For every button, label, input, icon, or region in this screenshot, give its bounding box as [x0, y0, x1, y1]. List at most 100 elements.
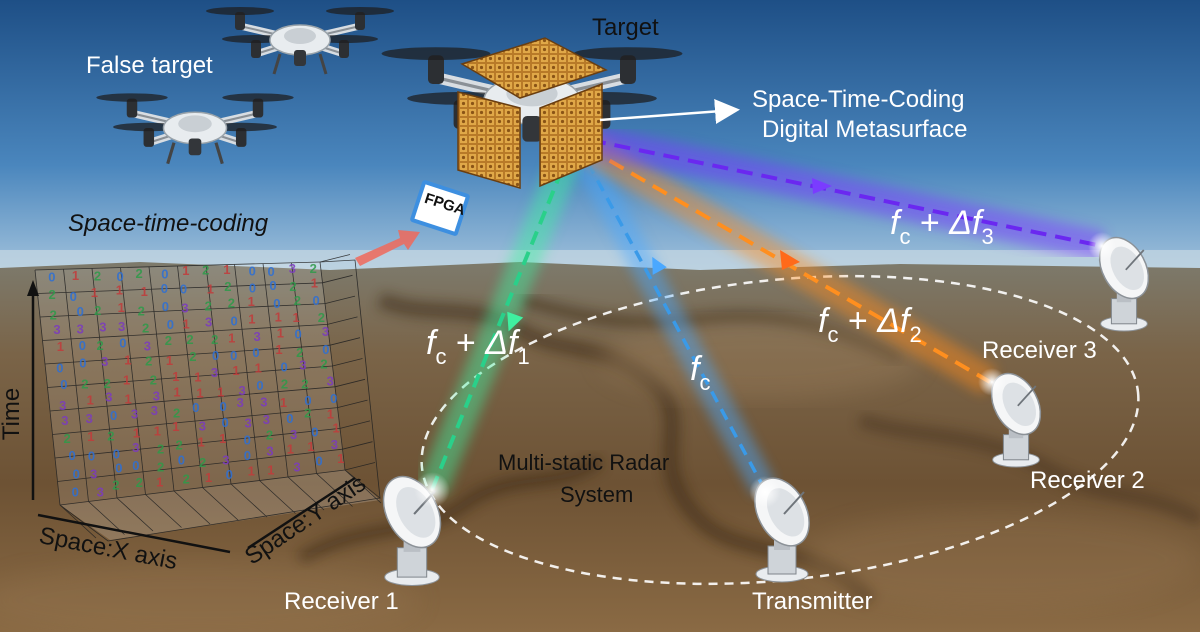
- receiver3-glow: [1088, 232, 1116, 260]
- coding-digit: 2: [142, 321, 149, 336]
- receiver2-label: Receiver 2: [1030, 467, 1145, 494]
- coding-digit: 1: [267, 462, 274, 477]
- coding-digit: 3: [260, 394, 267, 409]
- coding-digit: 3: [211, 365, 218, 380]
- coding-digit: 3: [151, 403, 158, 418]
- coding-digit: 2: [202, 262, 209, 277]
- coding-digit: 3: [205, 315, 212, 330]
- coding-digit: 2: [94, 303, 101, 318]
- coding-digit: 1: [87, 429, 94, 444]
- f3-base: f: [890, 204, 900, 242]
- coding-digit: 0: [311, 424, 318, 439]
- coding-digit: 2: [266, 428, 273, 443]
- coding-digit: 2: [49, 287, 56, 302]
- coding-digit: 2: [318, 310, 325, 325]
- coding-digit: 2: [189, 349, 196, 364]
- fc-base-sub: c: [699, 370, 711, 395]
- coding-digit: 1: [124, 353, 131, 368]
- coding-digit: 1: [194, 369, 201, 384]
- coding-digit: 1: [232, 363, 239, 378]
- coding-digit: 0: [161, 281, 168, 296]
- coding-digit: 2: [205, 298, 212, 313]
- coding-digit: 0: [178, 453, 185, 468]
- coding-digit: 1: [172, 419, 179, 434]
- coding-digit: 3: [61, 413, 68, 428]
- coding-digit: 0: [132, 458, 139, 473]
- f3-base-sub: c: [899, 224, 911, 249]
- coding-digit: 3: [99, 320, 106, 335]
- coding-digit: 3: [131, 406, 138, 421]
- coding-digit: 3: [199, 419, 206, 434]
- coding-digit: 2: [165, 333, 172, 348]
- coding-digit: 0: [231, 314, 238, 329]
- coding-digit: 3: [53, 322, 60, 337]
- coding-digit: 3: [144, 338, 151, 353]
- coding-digit: 2: [289, 279, 296, 294]
- beam-receiver1-arrow: [507, 311, 524, 332]
- coding-digit: 1: [125, 391, 132, 406]
- coding-digit: 0: [161, 267, 168, 282]
- coding-digit: 1: [154, 423, 161, 438]
- receiver3-dish: [1098, 236, 1150, 332]
- metasurface-right: [539, 82, 603, 188]
- radar-label-line2: System: [560, 482, 634, 507]
- coding-digit: 1: [207, 282, 214, 297]
- coding-digit: 0: [220, 399, 227, 414]
- coding-digit: 1: [307, 439, 314, 454]
- coding-digit: 3: [266, 444, 273, 459]
- coding-digit: 2: [310, 261, 317, 276]
- coding-digit: 1: [287, 442, 294, 457]
- coding-digit: 3: [77, 322, 84, 337]
- coding-digit: 3: [222, 452, 229, 467]
- f1-base-sub: c: [435, 344, 447, 369]
- fpga-arrow: [355, 230, 420, 266]
- coding-digit: 3: [239, 383, 246, 398]
- coding-digit: 0: [117, 269, 124, 284]
- coding-digit: 2: [157, 459, 164, 474]
- coding-digit: 1: [116, 282, 123, 297]
- coding-digit: 0: [322, 342, 329, 357]
- coding-digit: 2: [112, 478, 119, 493]
- y-axis-line: [247, 476, 356, 550]
- coding-digit: 1: [87, 392, 94, 407]
- coding-digit: 3: [97, 485, 104, 500]
- freq-label-f3: fc + Δf3: [890, 204, 994, 250]
- coding-digit: 0: [295, 327, 302, 342]
- target-drone: [381, 37, 740, 189]
- coding-digit: 1: [223, 262, 230, 277]
- coding-digit: 2: [97, 338, 104, 353]
- coding-digit: 2: [157, 441, 164, 456]
- coding-digit: 1: [118, 300, 125, 315]
- coding-digit: 3: [331, 437, 338, 452]
- coding-digit: 1: [311, 276, 318, 291]
- coding-digit: 2: [64, 431, 71, 446]
- coding-digit: 1: [205, 470, 212, 485]
- coding-digit: 3: [290, 427, 297, 442]
- coding-digit: 1: [248, 312, 255, 327]
- time-axis-arrow: [27, 280, 39, 296]
- beam-transmitter-arrow: [652, 256, 667, 275]
- coding-digit: 2: [150, 373, 157, 388]
- freq-label-fc: fc: [690, 350, 710, 396]
- coding-digit: 1: [156, 474, 163, 489]
- coding-digit: 0: [79, 338, 86, 353]
- freq-label-f2: fc + Δf2: [818, 302, 922, 348]
- coding-digit: 1: [219, 431, 226, 446]
- coding-digit: 0: [222, 415, 229, 430]
- f1-op: +: [455, 324, 476, 362]
- f3-op: +: [919, 204, 940, 242]
- radar-label-line1: Multi-static Radar: [498, 450, 670, 475]
- coding-digit: 2: [211, 332, 218, 347]
- coding-digit: 1: [123, 372, 130, 387]
- metasurface-top: [460, 37, 608, 99]
- coding-digit: 2: [173, 405, 180, 420]
- beam-receiver2-arrow: [780, 250, 800, 270]
- coding-digit: 0: [110, 408, 117, 423]
- f1-base: f: [426, 324, 436, 362]
- coding-digit: 1: [183, 317, 190, 332]
- coding-digit: 0: [56, 360, 63, 375]
- coding-digit: 2: [228, 296, 235, 311]
- false-target-label: False target: [86, 52, 213, 79]
- time-axis-label: Time: [0, 387, 26, 441]
- coding-digit: 1: [133, 425, 140, 440]
